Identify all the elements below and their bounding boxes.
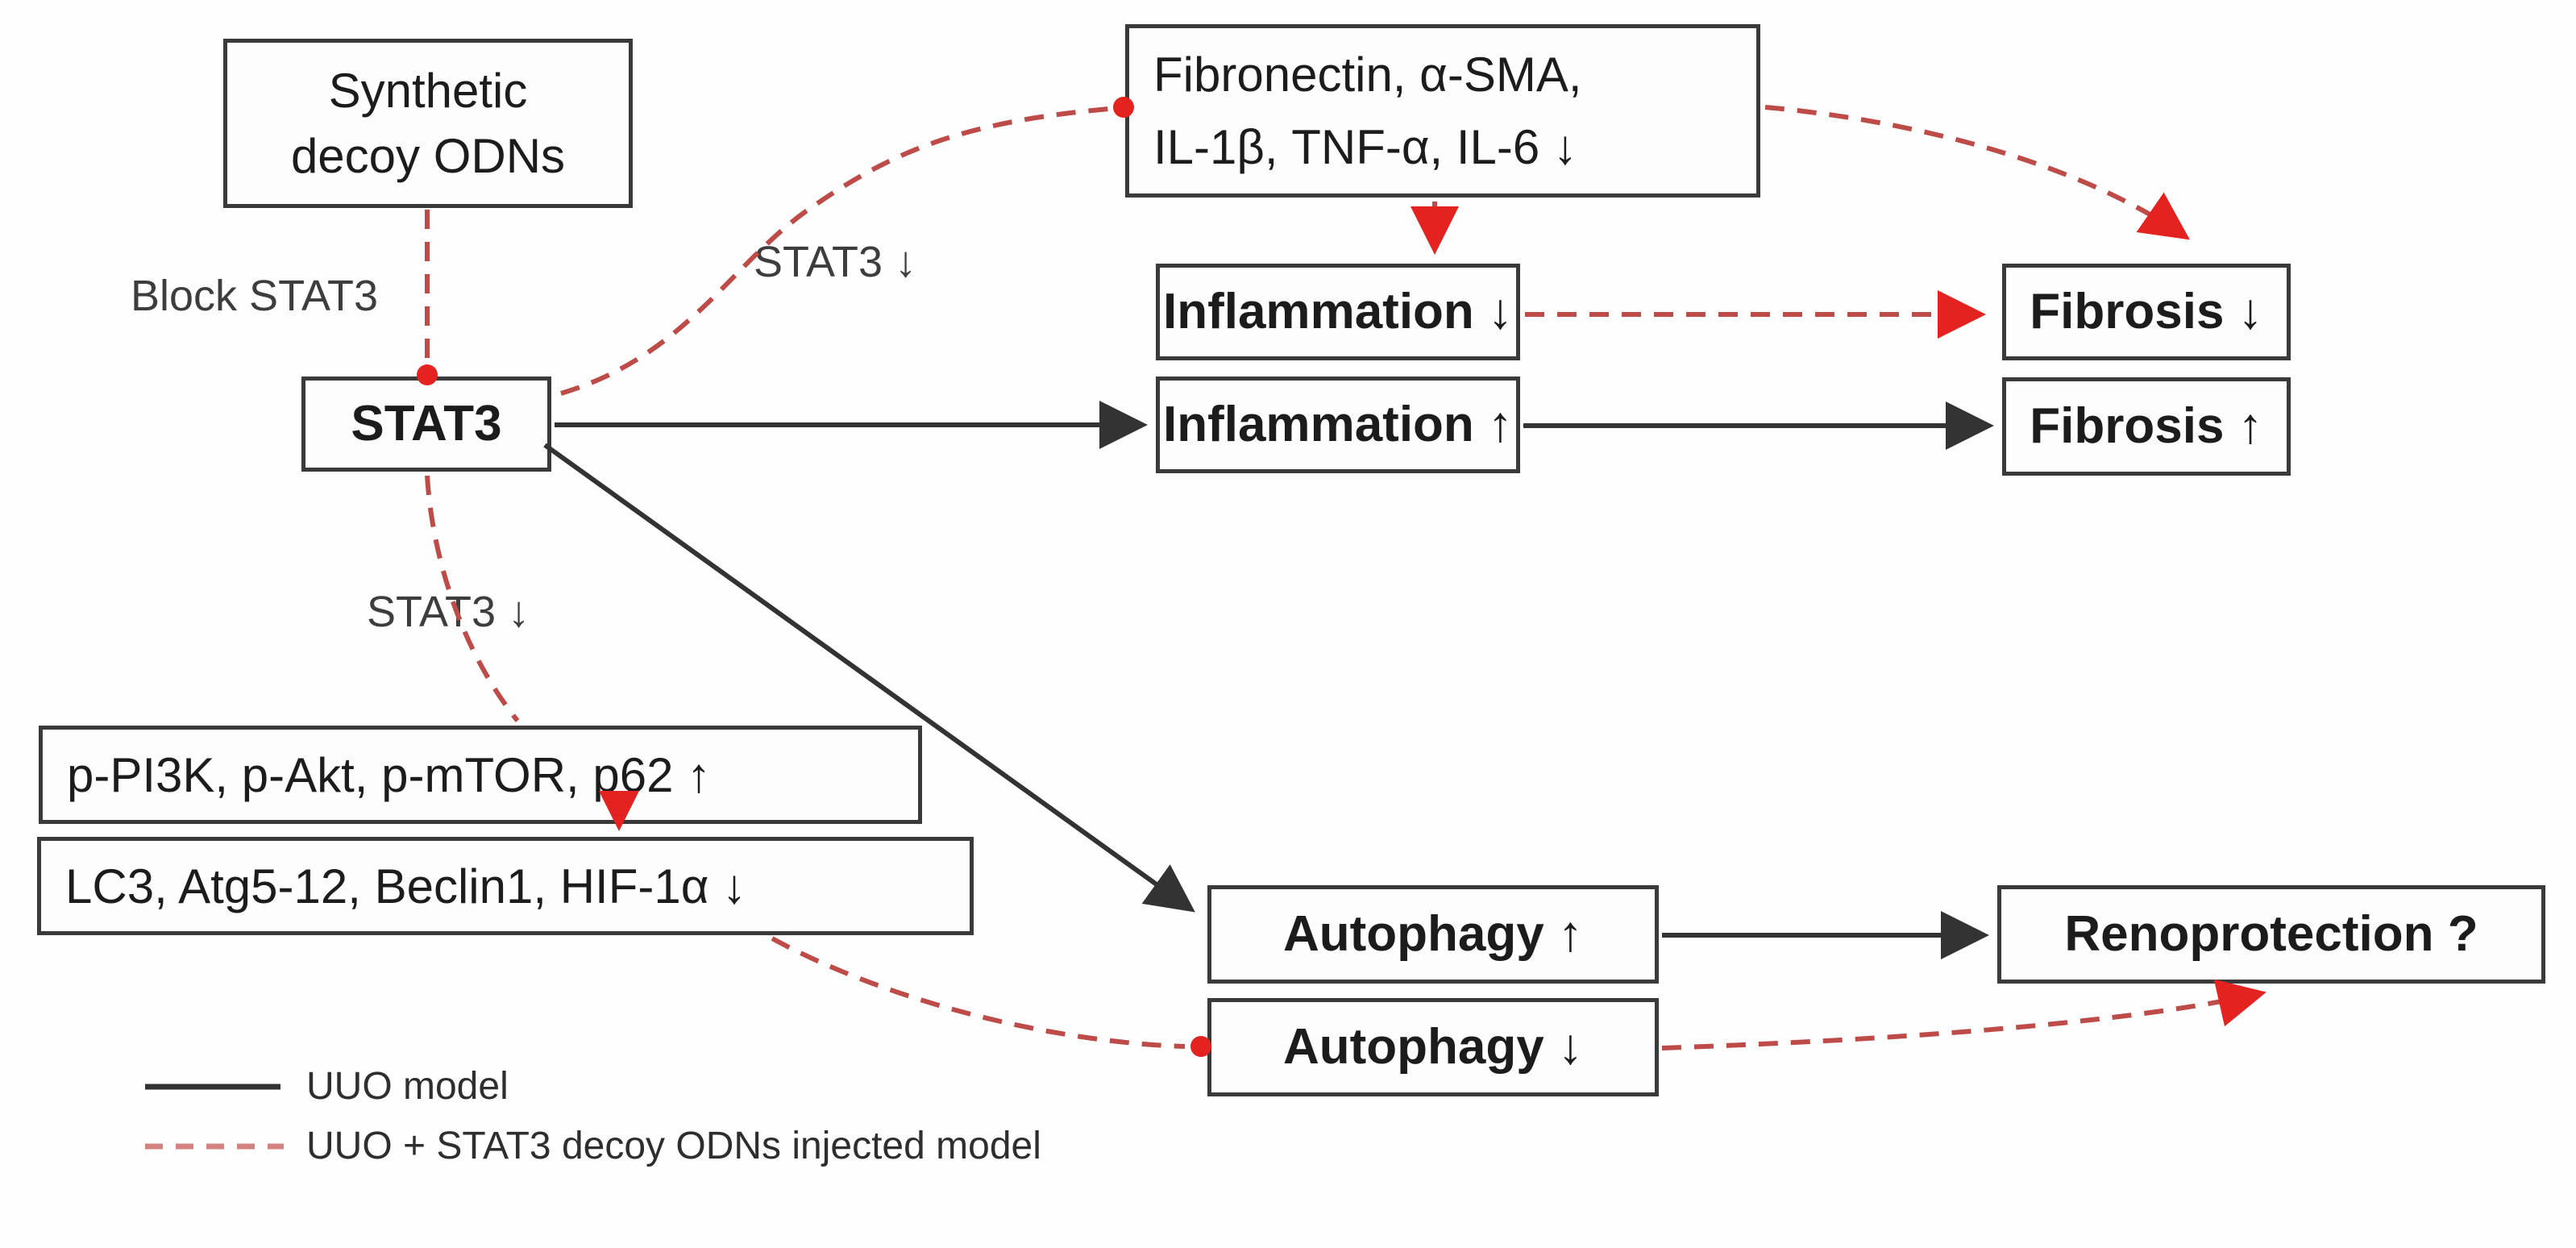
node-lc3-panel: LC3, Atg5-12, Beclin1, HIF-1α ↓ — [37, 837, 974, 935]
node-stat3: STAT3 — [301, 376, 551, 472]
annotation-block-stat3: Block STAT3 — [131, 272, 379, 320]
legend-decoy-model-label: UUO + STAT3 decoy ODNs injected model — [306, 1125, 1041, 1167]
node-inflammation-down: Inflammation ↓ — [1156, 264, 1520, 360]
node-label: Renoprotection ? — [2064, 906, 2478, 963]
edge-autophagy-down-renoprotection — [1661, 979, 2266, 1050]
legend-uuo-model-label: UUO model — [306, 1065, 509, 1108]
node-pi3k-panel: p-PI3K, p-Akt, p-mTOR, p62 ↑ — [39, 726, 922, 824]
node-renoprotection: Renoprotection ? — [1997, 885, 2545, 984]
node-label: Fibrosis ↓ — [2030, 284, 2263, 340]
annotation-stat3-down-lower: STAT3 ↓ — [367, 588, 530, 636]
edge-fibronectin-fibrosis-down — [1764, 105, 2190, 240]
node-label: p-PI3K, p-Akt, p-mTOR, p62 ↑ — [67, 747, 712, 802]
node-label: Inflammation ↓ — [1162, 284, 1514, 340]
node-fibrosis-up: Fibrosis ↑ — [2002, 377, 2291, 476]
node-label: STAT3 — [351, 396, 502, 452]
node-label: Inflammation ↑ — [1162, 397, 1514, 453]
node-label: Autophagy ↑ — [1283, 906, 1583, 963]
node-label: Fibrosis ↑ — [2030, 398, 2263, 455]
node-autophagy-up: Autophagy ↑ — [1207, 885, 1659, 984]
annotation-stat3-down-upper: STAT3 ↓ — [754, 238, 917, 286]
node-autophagy-down: Autophagy ↓ — [1207, 998, 1659, 1096]
node-fibrosis-down: Fibrosis ↓ — [2002, 264, 2291, 360]
node-label: Autophagy ↓ — [1283, 1019, 1583, 1075]
node-inflammation-up: Inflammation ↑ — [1156, 376, 1520, 473]
edge-lc3-autophagy-down — [771, 936, 1186, 1049]
node-label: Fibronectin, α-SMA,IL-1β, TNF-α, IL-6 ↓ — [1153, 47, 1582, 174]
node-label: LC3, Atg5-12, Beclin1, HIF-1α ↓ — [65, 859, 747, 913]
node-fibronectin-panel: Fibronectin, α-SMA,IL-1β, TNF-α, IL-6 ↓ — [1125, 24, 1760, 198]
